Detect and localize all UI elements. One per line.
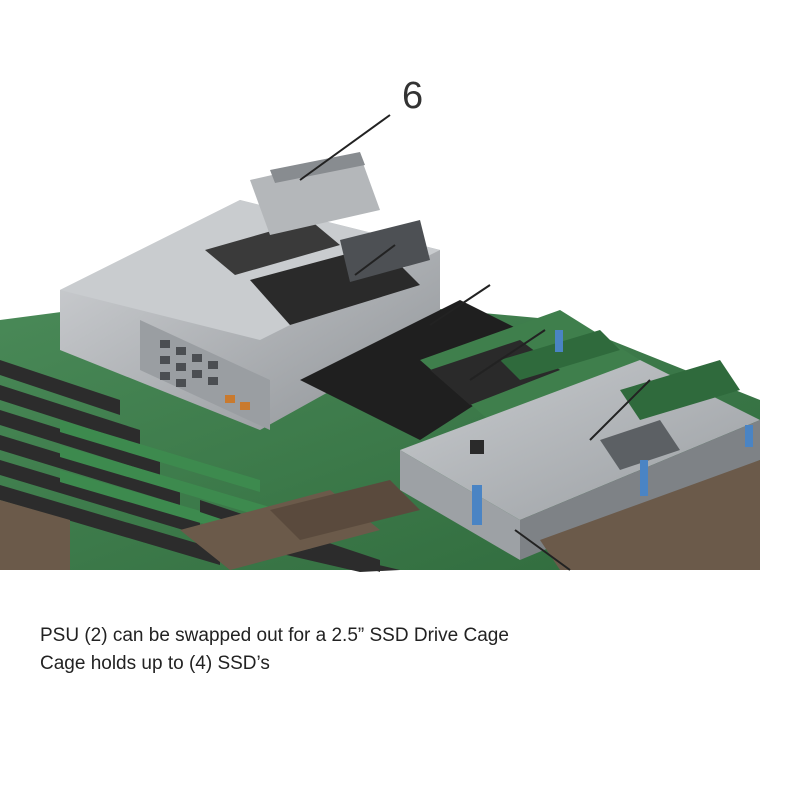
server-illustration: 6 [0,75,760,572]
memory-slots-lower [0,480,420,570]
drive-bay-edge [540,460,760,570]
caption: PSU (2) can be swapped out for a 2.5” SS… [40,622,760,678]
callout-number: 6 [402,75,423,117]
callout-lines [299,114,651,571]
psu-top-housing [250,152,430,282]
caption-line-1: PSU (2) can be swapped out for a 2.5” SS… [40,625,509,646]
riser-card [300,300,640,440]
blue-latches [472,330,753,525]
server-internals-photo: 6 [0,60,800,580]
caption-line-2: Cage holds up to (4) SSD’s [40,653,270,674]
